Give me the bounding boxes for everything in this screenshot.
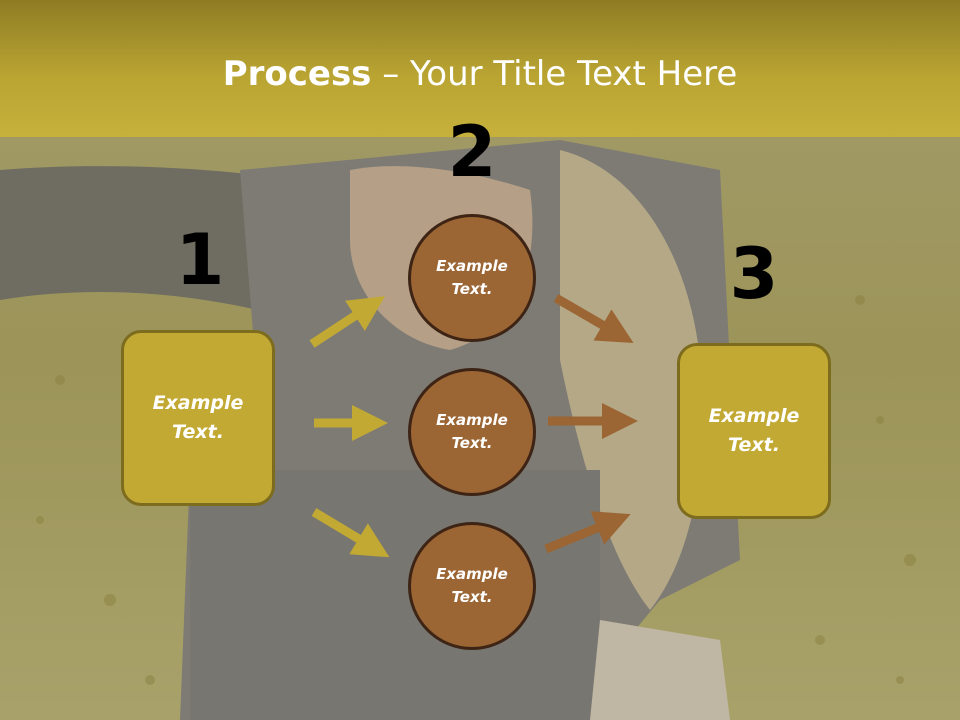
step-number-3: 3 [729, 233, 779, 315]
circle-middle-text: Example Text. [436, 411, 508, 452]
arrow-left-top [309, 296, 386, 348]
title-bold: Process [222, 54, 372, 94]
circle-top: Example Text. [408, 214, 536, 342]
arrow-right-top [553, 294, 634, 344]
title-band [0, 0, 960, 137]
left-box: Example Text. [121, 330, 275, 506]
step-number-2: 2 [447, 111, 497, 193]
step-number-1: 1 [175, 219, 225, 301]
title-rest: – Your Title Text Here [371, 54, 738, 94]
left-box-text: Example Text. [152, 392, 244, 443]
slide-title: Process – Your Title Text Here [0, 52, 960, 96]
circle-middle: Example Text. [408, 368, 536, 496]
circle-bottom-text: Example Text. [436, 565, 508, 606]
right-box-text: Example Text. [708, 405, 800, 456]
arrow-left-bottom [311, 508, 390, 558]
arrow-right-bottom [544, 511, 631, 554]
circle-top-text: Example Text. [436, 257, 508, 298]
circle-bottom: Example Text. [408, 522, 536, 650]
right-box: Example Text. [677, 343, 831, 519]
